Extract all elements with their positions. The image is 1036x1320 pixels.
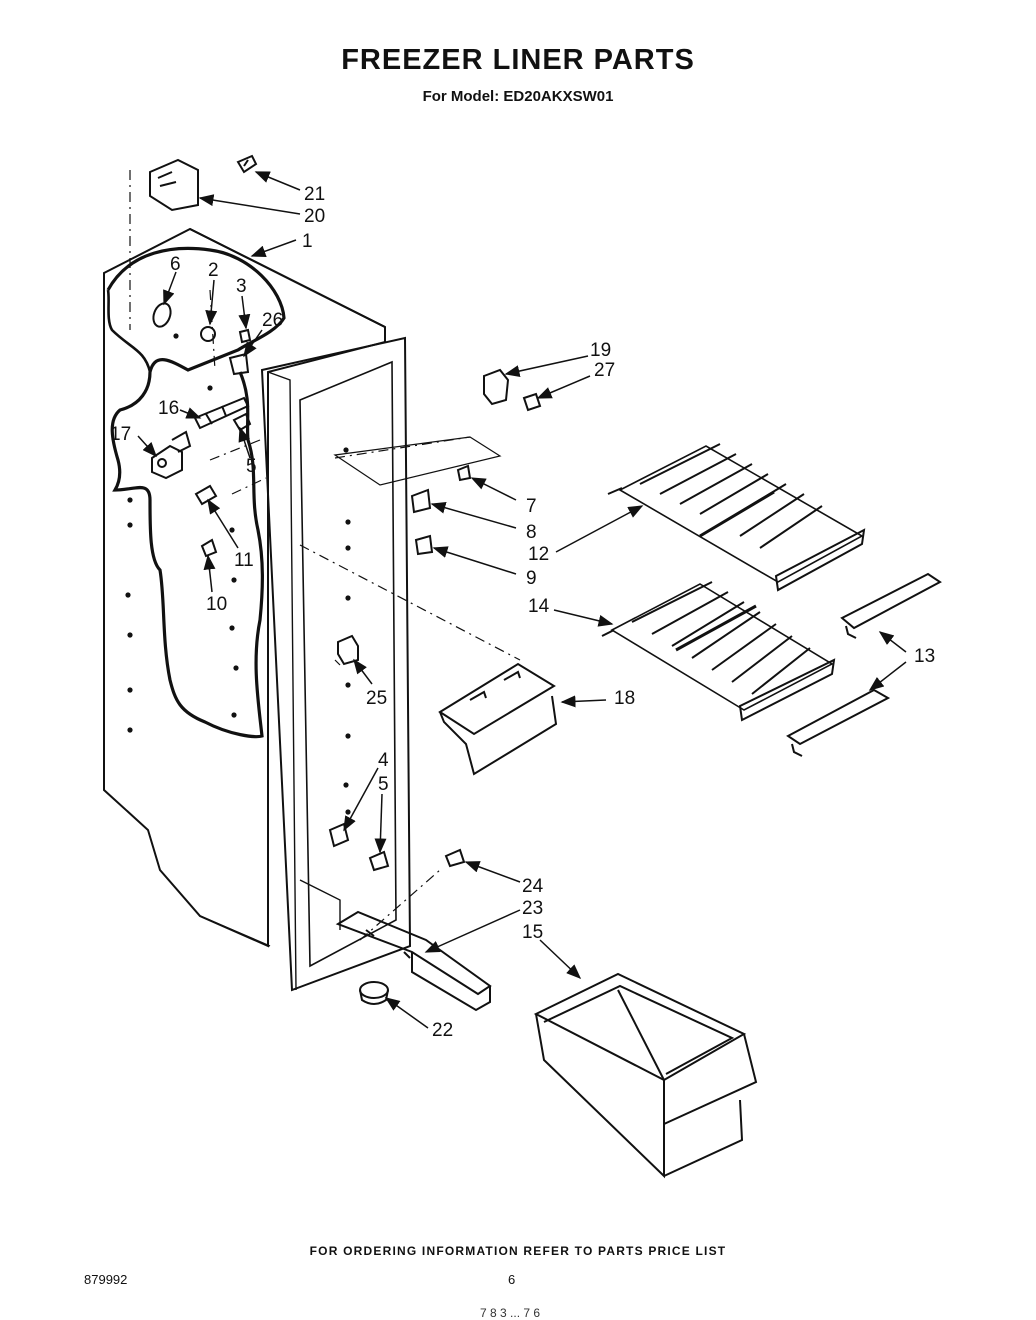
- fastener-part-11: [194, 484, 218, 506]
- callout-26: 26: [262, 310, 283, 331]
- ordering-info-footer: FOR ORDERING INFORMATION REFER TO PARTS …: [309, 1244, 727, 1258]
- freezer-liner-cabinet: [103, 227, 412, 992]
- callout-21: 21: [304, 184, 325, 205]
- callout-8: 8: [526, 522, 537, 543]
- cutaway-outline: [106, 246, 286, 739]
- clip-part-7: [456, 464, 472, 482]
- screw-part-21: [236, 154, 258, 174]
- callout-16: 16: [158, 398, 179, 419]
- wire-shelf-part-12: [607, 443, 866, 592]
- shelf-support-part-8: [410, 488, 432, 514]
- screw-part-3: [238, 328, 252, 344]
- callout-5-lower: 5: [378, 774, 389, 795]
- alignment-lines: [129, 170, 521, 941]
- screw-part-5-lower: [368, 850, 390, 872]
- page-number: 6: [508, 1272, 516, 1287]
- shelf-cover-part-18: [438, 662, 558, 776]
- callout-23: 23: [522, 898, 543, 919]
- bracket-part-19: [483, 368, 510, 406]
- callout-1: 1: [302, 231, 313, 252]
- callout-18: 18: [614, 688, 635, 709]
- callout-5-upper: 5: [246, 456, 257, 477]
- callout-20: 20: [304, 206, 325, 227]
- cutaway-left-edge: [106, 289, 152, 373]
- shelf-support-part-9: [414, 534, 434, 556]
- callout-6: 6: [170, 254, 181, 275]
- thermostat-part-17: [151, 430, 192, 480]
- rear-bracket-outline: [333, 436, 502, 486]
- grommet-part-2: [200, 326, 216, 342]
- fastener-part-10: [200, 538, 218, 558]
- clip-part-4: [328, 822, 350, 848]
- bracket-part-20: [149, 158, 199, 212]
- screw-part-5-upper: [232, 412, 252, 432]
- document-number: 879992: [84, 1272, 128, 1287]
- callout-13: 13: [914, 646, 935, 667]
- callout-10: 10: [206, 594, 227, 615]
- plug-part-6: [152, 302, 172, 328]
- wire-shelf-part-14: [601, 581, 836, 722]
- callout-3: 3: [236, 276, 247, 297]
- mounting-holes: [125, 333, 351, 815]
- bottom-rail-part-23: [335, 910, 492, 1012]
- callout-7: 7: [526, 496, 537, 517]
- bottom-stamp: 7 8 3 ... 7 6: [480, 1306, 541, 1320]
- shelf-rail-part-13-upper: [840, 572, 942, 639]
- plug-part-22: [359, 981, 389, 1005]
- callout-15: 15: [522, 922, 543, 943]
- connector-part-25: [337, 634, 359, 666]
- callout-22: 22: [432, 1020, 453, 1041]
- model-subtitle: For Model: ED20AKXSW01: [422, 88, 614, 105]
- callout-17: 17: [110, 424, 131, 445]
- screw-part-24: [444, 848, 466, 868]
- callout-2: 2: [208, 260, 219, 281]
- screw-part-27: [522, 392, 542, 412]
- callout-labels: 21 20 1 6 2 3 26 16 17 5 11 10 19 27 7 8…: [110, 184, 935, 1041]
- shelf-rail-part-13-lower: [786, 688, 891, 757]
- callout-24: 24: [522, 876, 544, 897]
- callout-14: 14: [528, 596, 550, 617]
- clip-part-26: [228, 352, 250, 376]
- callout-27: 27: [594, 360, 615, 381]
- page-title: FREEZER LINER PARTS: [341, 44, 695, 76]
- leader-lines: [137, 171, 907, 1029]
- callout-4: 4: [378, 750, 389, 771]
- callout-9: 9: [526, 568, 537, 589]
- callout-19: 19: [590, 340, 611, 361]
- callout-12: 12: [528, 544, 549, 565]
- storage-bin-part-15: [533, 972, 758, 1179]
- tube-part-16: [193, 396, 250, 430]
- callout-25: 25: [366, 688, 387, 709]
- callout-11: 11: [234, 550, 254, 571]
